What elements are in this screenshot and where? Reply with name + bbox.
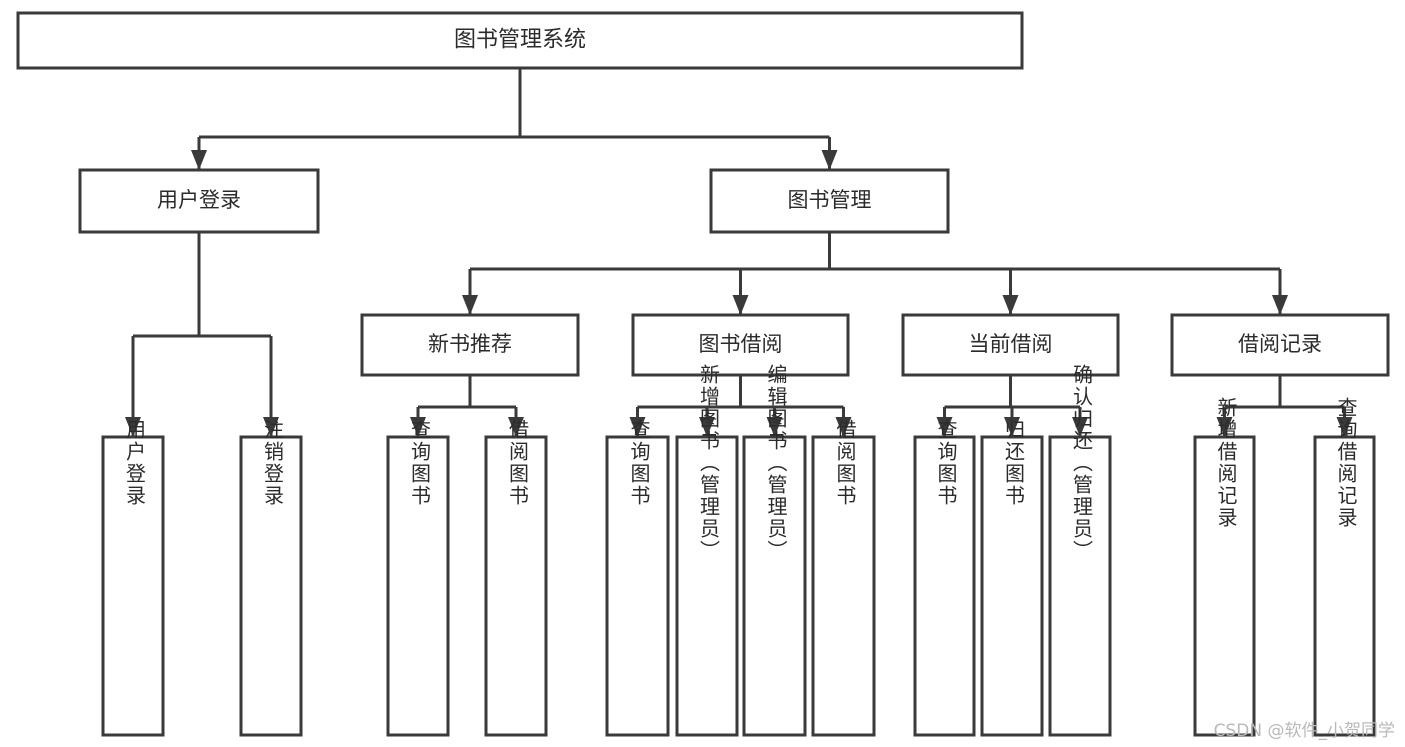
node-level2-1[interactable]: 图书借阅: [631, 313, 850, 377]
node-leaf-3-label: 借阅图书: [506, 419, 530, 507]
arrow-to-leaf-3: [835, 417, 852, 437]
node-leaf-3-box[interactable]: [484, 435, 548, 737]
node-leaf-3[interactable]: 借阅图书: [484, 419, 548, 737]
node-leaf-7[interactable]: 借阅图书: [811, 419, 876, 737]
node-leaf-9-box[interactable]: [980, 435, 1044, 737]
arrow-to-leaf-0: [936, 417, 953, 437]
arrow-to-leaf-0: [1216, 417, 1233, 437]
arrow-to-level2-0: [462, 295, 478, 315]
arrow-to-leaf-0: [410, 417, 426, 437]
node-level2-0-box[interactable]: [360, 313, 580, 377]
node-leaf-12[interactable]: 查询借阅记录: [1313, 397, 1376, 737]
node-leaf-5[interactable]: 新增图书（管理员）: [675, 364, 739, 737]
node-leaf-8-label: 查询图书: [934, 419, 958, 507]
node-leaf-1-box[interactable]: [239, 435, 303, 737]
arrow-to-leaf-1: [263, 417, 279, 437]
node-level2-2-label: 当前借阅: [969, 332, 1053, 356]
arrow-to-leaf-1: [508, 417, 524, 437]
node-root-system[interactable]: 图书管理系统: [16, 11, 1024, 70]
node-level2-0-label: 新书推荐: [428, 332, 512, 356]
node-leaf-0-box[interactable]: [101, 435, 165, 737]
node-leaf-4-box[interactable]: [605, 435, 670, 737]
node-leaf-12-box[interactable]: [1313, 435, 1376, 737]
node-level2-0[interactable]: 新书推荐: [360, 313, 580, 377]
arrow-to-level1-0: [191, 150, 207, 170]
node-level2-1-label: 图书借阅: [699, 332, 783, 356]
node-level2-1-box[interactable]: [631, 313, 850, 377]
node-leaf-6[interactable]: 编辑图书（管理员）: [742, 364, 807, 737]
node-leaf-2-label: 查询图书: [408, 419, 432, 507]
arrow-to-level2-2: [1002, 295, 1019, 315]
node-leaf-10[interactable]: 确认归还（管理员）: [1048, 364, 1112, 737]
node-level1-0-label: 用户登录: [157, 188, 241, 212]
node-level2-3[interactable]: 借阅记录: [1170, 313, 1390, 377]
node-leaf-1-label: 注销登录: [261, 419, 285, 507]
node-level1-1[interactable]: 图书管理: [709, 168, 950, 234]
node-level2-3-box[interactable]: [1170, 313, 1390, 377]
arrow-to-leaf-2: [766, 417, 783, 437]
node-level1-0-box[interactable]: [78, 168, 320, 234]
node-leaf-11-label: 新增借阅记录: [1214, 397, 1238, 529]
node-level1-0[interactable]: 用户登录: [78, 168, 320, 234]
node-root-system-box[interactable]: [16, 11, 1024, 70]
node-level2-2-box[interactable]: [901, 313, 1120, 377]
node-level1-1-box[interactable]: [709, 168, 950, 234]
node-leaf-6-label: 编辑图书（管理员）: [764, 364, 788, 562]
node-leaf-7-label: 借阅图书: [833, 419, 857, 507]
node-leaf-11-box[interactable]: [1193, 435, 1256, 737]
node-leaf-8-box[interactable]: [913, 435, 976, 737]
node-leaf-0-label: 用户登录: [123, 419, 147, 507]
node-leaf-10-label: 确认归还（管理员）: [1070, 364, 1094, 562]
arrow-to-level1-1: [821, 150, 838, 170]
node-leaf-7-box[interactable]: [811, 435, 876, 737]
node-leaf-10-box[interactable]: [1048, 435, 1112, 737]
node-level2-2[interactable]: 当前借阅: [901, 313, 1120, 377]
node-leaf-9[interactable]: 归还图书: [980, 419, 1044, 737]
node-leaf-1[interactable]: 注销登录: [239, 419, 303, 737]
arrow-to-leaf-0: [125, 417, 141, 437]
arrow-to-leaf-2: [1072, 417, 1088, 437]
node-level1-1-label: 图书管理: [788, 188, 872, 212]
node-leaf-11[interactable]: 新增借阅记录: [1193, 397, 1256, 737]
arrow-to-leaf-1: [1336, 417, 1353, 437]
node-level2-3-label: 借阅记录: [1238, 332, 1322, 356]
node-leaf-8[interactable]: 查询图书: [913, 419, 976, 737]
node-leaf-5-label: 新增图书（管理员）: [697, 364, 721, 562]
node-leaf-4[interactable]: 查询图书: [605, 419, 670, 737]
node-leaf-2[interactable]: 查询图书: [386, 419, 450, 737]
node-leaf-12-label: 查询借阅记录: [1334, 397, 1358, 529]
node-leaf-2-box[interactable]: [386, 435, 450, 737]
arrow-to-level2-3: [1272, 295, 1288, 315]
node-leaf-5-box[interactable]: [675, 435, 739, 737]
csdn-watermark: CSDN @软件_小贺同学: [1213, 721, 1395, 741]
node-leaf-0[interactable]: 用户登录: [101, 419, 165, 737]
arrow-to-leaf-0: [629, 417, 646, 437]
node-root-system-label: 图书管理系统: [454, 28, 586, 53]
arrow-to-leaf-1: [1004, 417, 1020, 437]
node-leaf-9-label: 归还图书: [1002, 419, 1026, 507]
arrow-to-leaf-1: [699, 417, 715, 437]
node-leaf-4-label: 查询图书: [627, 419, 651, 507]
node-leaf-6-box[interactable]: [742, 435, 807, 737]
arrow-to-level2-1: [732, 295, 749, 315]
